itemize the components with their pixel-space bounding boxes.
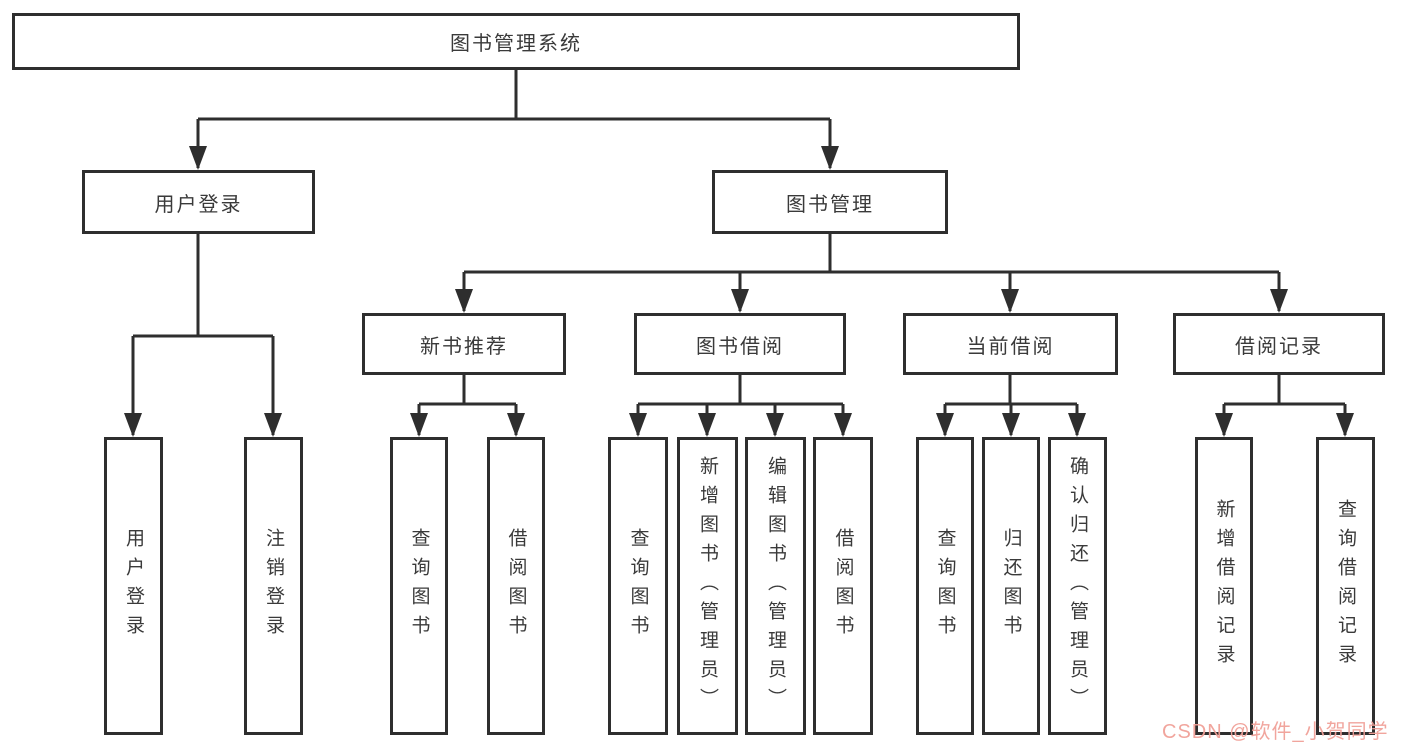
leaf-current-query-books: 查询图书 — [916, 437, 974, 735]
arrowhead-icon — [1270, 289, 1288, 313]
node-current-borrowing: 当前借阅 — [903, 313, 1118, 375]
node-user-login: 用户登录 — [82, 170, 315, 234]
leaf-borrowing-query-books-label: 查询图书 — [627, 528, 649, 644]
arrowhead-icon — [1001, 289, 1019, 313]
leaf-borrowing-borrow-books: 借阅图书 — [813, 437, 873, 735]
leaf-current-query-books-label: 查询图书 — [934, 528, 956, 644]
node-borrow-records: 借阅记录 — [1173, 313, 1385, 375]
leaf-return-books: 归还图书 — [982, 437, 1040, 735]
arrowhead-icon — [410, 413, 428, 437]
leaf-recommend-borrow-books: 借阅图书 — [487, 437, 545, 735]
connector-path — [131, 68, 1347, 435]
leaf-query-borrow-record: 查询借阅记录 — [1316, 437, 1375, 735]
arrowheads — [124, 146, 1354, 437]
node-new-book-recommend: 新书推荐 — [362, 313, 566, 375]
leaf-logout-label: 注销登录 — [263, 528, 284, 644]
node-book-borrowing: 图书借阅 — [634, 313, 846, 375]
arrowhead-icon — [189, 146, 207, 170]
leaf-add-books-admin: 新增图书（管理员） — [677, 437, 738, 735]
arrowhead-icon — [1336, 413, 1354, 437]
node-book-management: 图书管理 — [712, 170, 948, 234]
arrowhead-icon — [698, 413, 716, 437]
leaf-confirm-return-admin-label: 确认归还（管理员） — [1067, 455, 1088, 717]
arrowhead-icon — [834, 413, 852, 437]
node-current-borrowing-label: 当前借阅 — [966, 335, 1055, 358]
leaf-add-borrow-record-label: 新增借阅记录 — [1213, 499, 1235, 673]
leaf-edit-books-admin: 编辑图书（管理员） — [745, 437, 806, 735]
leaf-add-borrow-record: 新增借阅记录 — [1195, 437, 1253, 735]
leaf-return-books-label: 归还图书 — [1000, 528, 1022, 644]
node-borrow-records-label: 借阅记录 — [1235, 335, 1323, 358]
leaf-borrowing-borrow-books-label: 借阅图书 — [832, 528, 854, 644]
node-new-book-recommend-label: 新书推荐 — [420, 335, 508, 358]
arrowhead-icon — [731, 289, 749, 313]
arrowhead-icon — [1068, 413, 1086, 437]
leaf-edit-books-admin-label: 编辑图书（管理员） — [765, 455, 786, 717]
node-user-login-label: 用户登录 — [154, 193, 243, 216]
arrowhead-icon — [936, 413, 954, 437]
leaf-confirm-return-admin: 确认归还（管理员） — [1048, 437, 1107, 735]
arrowhead-icon — [124, 413, 142, 437]
arrowhead-icon — [1215, 413, 1233, 437]
arrowhead-icon — [264, 413, 282, 437]
arrowhead-icon — [507, 413, 525, 437]
leaf-user-login: 用户登录 — [104, 437, 163, 735]
arrowhead-icon — [766, 413, 784, 437]
leaf-borrowing-query-books: 查询图书 — [608, 437, 668, 735]
arrowhead-icon — [455, 289, 473, 313]
arrowhead-icon — [1002, 413, 1020, 437]
node-book-borrowing-label: 图书借阅 — [696, 335, 784, 358]
arrowhead-icon — [821, 146, 839, 170]
leaf-query-borrow-record-label: 查询借阅记录 — [1335, 499, 1356, 673]
arrowhead-icon — [629, 413, 647, 437]
node-root-label: 图书管理系统 — [450, 33, 582, 55]
node-book-management-label: 图书管理 — [786, 193, 874, 216]
node-root: 图书管理系统 — [12, 13, 1020, 70]
leaf-add-books-admin-label: 新增图书（管理员） — [697, 455, 718, 717]
leaf-user-login-label: 用户登录 — [123, 528, 144, 644]
leaf-recommend-borrow-books-label: 借阅图书 — [505, 528, 527, 644]
csdn-watermark: CSDN @软件_小贺同学 — [1162, 721, 1389, 743]
leaf-recommend-query-books-label: 查询图书 — [408, 528, 430, 644]
leaf-logout: 注销登录 — [244, 437, 303, 735]
leaf-recommend-query-books: 查询图书 — [390, 437, 448, 735]
